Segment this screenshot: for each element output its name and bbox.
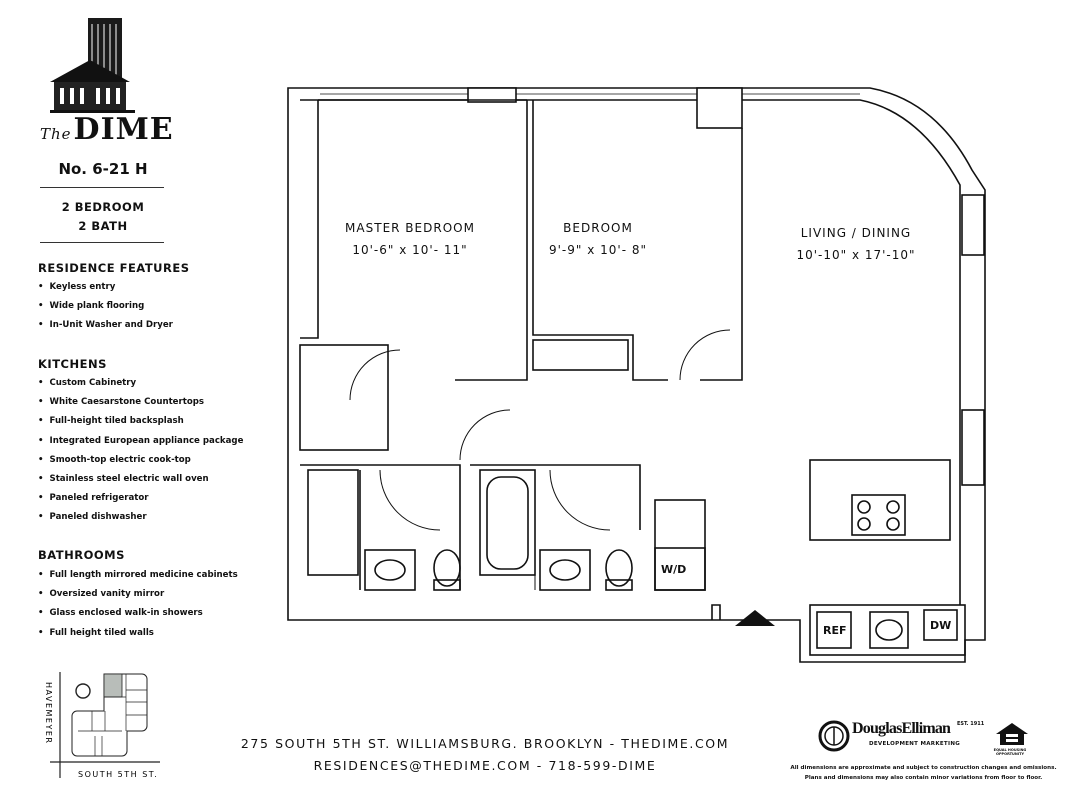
list-item: Glass enclosed walk-in showers (38, 608, 238, 627)
list-item: Custom Cabinetry (38, 378, 243, 397)
unit-type: 2 BEDROOM 2 BATH (40, 198, 166, 236)
disclaimer-line-1: All dimensions are approximate and subje… (790, 765, 1057, 771)
list-item: Full length mirrored medicine cabinets (38, 570, 238, 589)
broker-est: EST. 1911 (957, 721, 985, 727)
unit-number: No. 6-21 H (58, 160, 148, 178)
list-item: Keyless entry (38, 282, 173, 301)
douglas-elliman-monogram-icon (818, 720, 850, 752)
list-item: Oversized vanity mirror (38, 589, 238, 608)
dime-building-logo-icon (50, 18, 135, 113)
residence-features-heading: RESIDENCE FEATURES (38, 261, 190, 275)
bedroom-count: 2 BEDROOM (61, 200, 145, 214)
logo-name: DIME (73, 112, 174, 147)
bathrooms-heading: BATHROOMS (38, 548, 125, 562)
broker-subtitle: DEVELOPMENT MARKETING (869, 741, 961, 747)
dime-logo-wordmark: TheDIME (40, 112, 173, 147)
list-item: In-Unit Washer and Dryer (38, 320, 173, 339)
equal-housing-icon (996, 723, 1028, 745)
list-item: Paneled dishwasher (38, 512, 243, 531)
key-map: HAVEMEYER SOUTH 5TH ST. (44, 672, 160, 779)
broker-name: DouglasElliman (852, 720, 951, 737)
room-name: BEDROOM (563, 221, 633, 235)
residence-features-list: Keyless entry Wide plank flooring In-Uni… (38, 282, 173, 340)
divider (40, 242, 164, 243)
washer-dryer-label: W/D (661, 563, 687, 576)
street-havemeyer: HAVEMEYER (44, 682, 53, 744)
room-bedroom: BEDROOM 9'-9" x 10'- 8" (549, 217, 647, 261)
room-dimensions: 9'-9" x 10'- 8" (548, 243, 648, 257)
entry-arrow-icon (735, 610, 775, 626)
room-master-bedroom: MASTER BEDROOM 10'-6" x 10'- 11" (345, 217, 475, 261)
room-dimensions: 10'-10" x 17'-10" (796, 248, 916, 262)
list-item: Stainless steel electric wall oven (38, 474, 243, 493)
logo-prefix: The (40, 125, 72, 143)
contact-line: RESIDENCES@THEDIME.COM - 718-599-DIME (313, 758, 657, 773)
refrigerator-label: REF (823, 624, 847, 637)
list-item: Full height tiled walls (38, 628, 238, 647)
room-living-dining: LIVING / DINING 10'-10" x 17'-10" (796, 222, 915, 266)
list-item: Wide plank flooring (38, 301, 173, 320)
list-item: White Caesarstone Countertops (38, 397, 243, 416)
kitchens-heading: KITCHENS (38, 357, 107, 371)
list-item: Integrated European appliance package (38, 436, 244, 455)
list-item: Smooth-top electric cook-top (38, 455, 243, 474)
room-name: LIVING / DINING (800, 226, 912, 240)
dishwasher-label: DW (930, 619, 952, 632)
street-south-5th: SOUTH 5TH ST. (78, 770, 158, 779)
room-dimensions: 10'-6" x 10'- 11" (352, 243, 468, 257)
bathrooms-list: Full length mirrored medicine cabinets O… (38, 570, 238, 647)
compass-icon (75, 683, 91, 699)
address-line: 275 SOUTH 5TH ST. WILLIAMSBURG. BROOKLYN… (240, 736, 730, 751)
list-item: Paneled refrigerator (38, 493, 243, 512)
divider (40, 187, 164, 188)
disclaimer-line-2: Plans and dimensions may also contain mi… (804, 775, 1043, 781)
bath-count: 2 BATH (78, 219, 128, 233)
list-item: Full-height tiled backsplash (38, 416, 243, 435)
room-name: MASTER BEDROOM (345, 221, 475, 235)
equal-housing-label: EQUAL HOUSING OPPORTUNITY (993, 748, 1027, 756)
kitchens-list: Custom Cabinetry White Caesarstone Count… (38, 378, 244, 532)
floor-plan (287, 87, 986, 663)
